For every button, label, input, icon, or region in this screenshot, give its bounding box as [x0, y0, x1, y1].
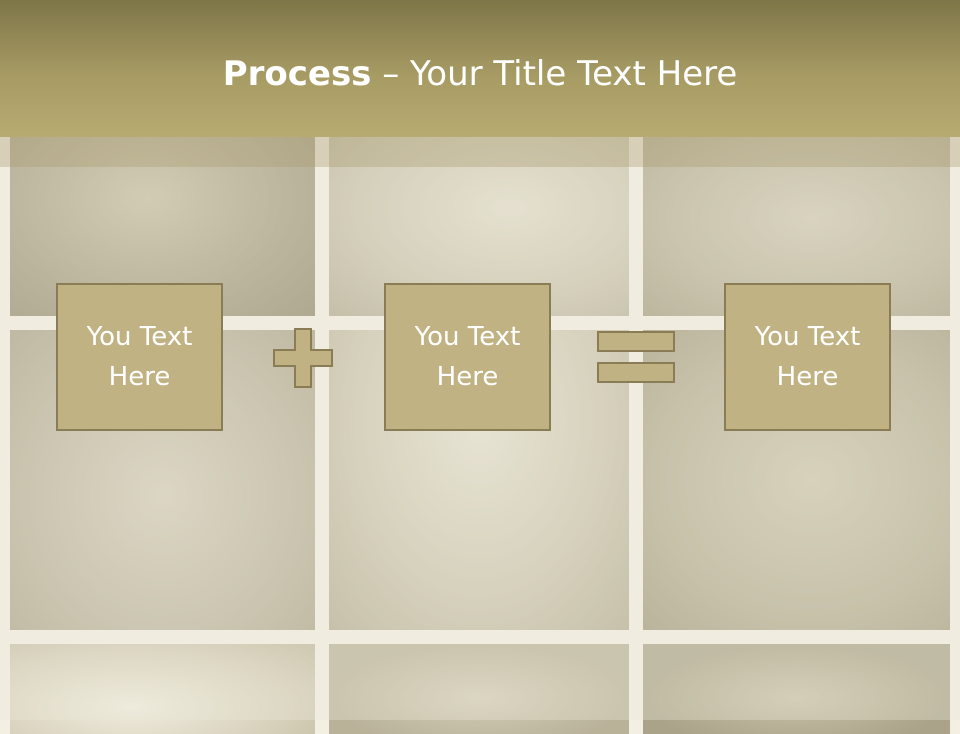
- photo-tile: [10, 644, 315, 734]
- title-rest-part: – Your Title Text Here: [371, 54, 738, 94]
- photo-tile: [643, 644, 950, 734]
- equals-icon: [597, 331, 675, 383]
- photo-tile: [329, 644, 629, 734]
- process-box-text: You Text Here: [754, 322, 861, 392]
- process-box-2[interactable]: You Text Here: [384, 283, 551, 431]
- slide-title[interactable]: Process – Your Title Text Here: [0, 52, 960, 96]
- title-bar: [0, 0, 960, 137]
- process-box-text: You Text Here: [86, 322, 193, 392]
- title-shadow-band: [0, 137, 960, 167]
- process-box-3[interactable]: You Text Here: [724, 283, 891, 431]
- title-bold-part: Process: [222, 54, 372, 94]
- plus-icon: [273, 328, 333, 388]
- process-box-text: You Text Here: [414, 322, 521, 392]
- process-box-1[interactable]: You Text Here: [56, 283, 223, 431]
